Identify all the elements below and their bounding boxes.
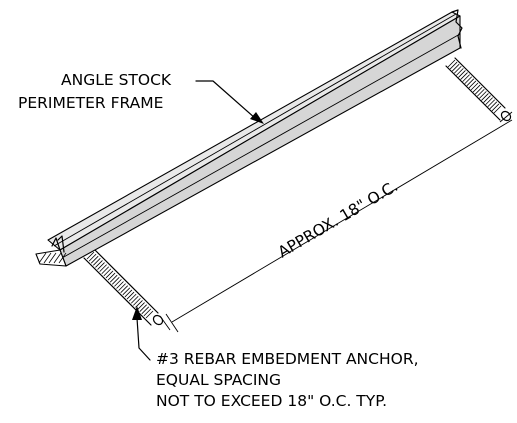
rebar-rib [491, 103, 500, 112]
rebar-rib [118, 283, 126, 291]
rebar-rib [137, 302, 145, 310]
rebar-rib [93, 258, 101, 266]
rebar-rib [485, 97, 493, 105]
rebar-rib [135, 300, 143, 308]
rebar-rib [114, 279, 122, 287]
rebar-rib [139, 304, 147, 312]
rebar-rib [124, 289, 133, 298]
rebar-rib [99, 264, 107, 272]
rebar-rib [90, 255, 99, 264]
rebar-rib [122, 287, 131, 296]
rebar-rib [470, 82, 479, 91]
anchor-leader [132, 306, 151, 361]
rebar-rib [466, 78, 475, 87]
rebar-rib [451, 63, 460, 72]
rebar-rib [88, 253, 97, 262]
rebar-rib [472, 84, 481, 93]
rebar-anchor-left [83, 249, 164, 326]
rebar-rib [456, 68, 464, 76]
rebar-rib [489, 101, 498, 110]
frame-label-line2: PERIMETER FRAME [18, 94, 163, 112]
rebar-rib [460, 72, 468, 80]
rebar-rib [483, 95, 491, 103]
section-hatch-line [38, 252, 47, 264]
angle-stock-frame [35, 9, 463, 267]
rebar-rib [128, 293, 137, 302]
rebar-rib [86, 251, 95, 260]
rebar-rib [479, 91, 487, 99]
rebar-rib [97, 262, 105, 270]
rebar-rib [141, 306, 150, 315]
anchor-label-line2: EQUAL SPACING [156, 371, 281, 389]
rebar-rib [476, 88, 485, 97]
rebar-rib [449, 61, 458, 70]
section-hatch-line [48, 252, 57, 264]
rebar-rib [458, 70, 466, 78]
rebar-rib [464, 76, 473, 85]
rebar-rib [101, 266, 110, 275]
rebar-rib [103, 268, 112, 277]
rebar-rib [126, 291, 135, 300]
rebar-rib [474, 86, 483, 95]
rebar-rib [145, 310, 154, 319]
rebar-rib [130, 295, 139, 304]
rebar-hatch-right [447, 59, 502, 114]
frame-end-hatch [38, 252, 67, 264]
rebar-rib [493, 105, 502, 114]
section-hatch-line [43, 252, 52, 264]
rebar-rib [462, 74, 470, 82]
rebar-rib [453, 65, 462, 74]
rebar-rib [447, 59, 456, 68]
frame-leader [195, 80, 264, 124]
rebar-anchor-right [445, 57, 512, 122]
rebar-rib [143, 308, 152, 317]
section-hatch-line [53, 252, 62, 264]
rebar-rib [95, 260, 103, 268]
rebar-rib [109, 274, 118, 283]
rebar-rib [112, 277, 120, 285]
rebar-rib [133, 298, 141, 306]
rebar-rib [120, 285, 128, 293]
rebar-rib [468, 80, 477, 89]
dimension-label: APPROX. 18" O.C. [275, 177, 401, 261]
rebar-rib [487, 99, 496, 108]
frame-label-line1: ANGLE STOCK [61, 71, 172, 89]
anchor-label-line1: #3 REBAR EMBEDMENT ANCHOR, [156, 350, 419, 368]
dimension-line [159, 111, 513, 333]
anchor-label-line3: NOT TO EXCEED 18" O.C. TYP. [156, 392, 387, 410]
rebar-rib [105, 270, 114, 279]
rebar-rib [116, 281, 124, 289]
rebar-hatch-left [86, 251, 154, 319]
rebar-rib [481, 93, 489, 101]
section-hatch-line [58, 252, 67, 264]
rebar-rib [107, 272, 116, 281]
